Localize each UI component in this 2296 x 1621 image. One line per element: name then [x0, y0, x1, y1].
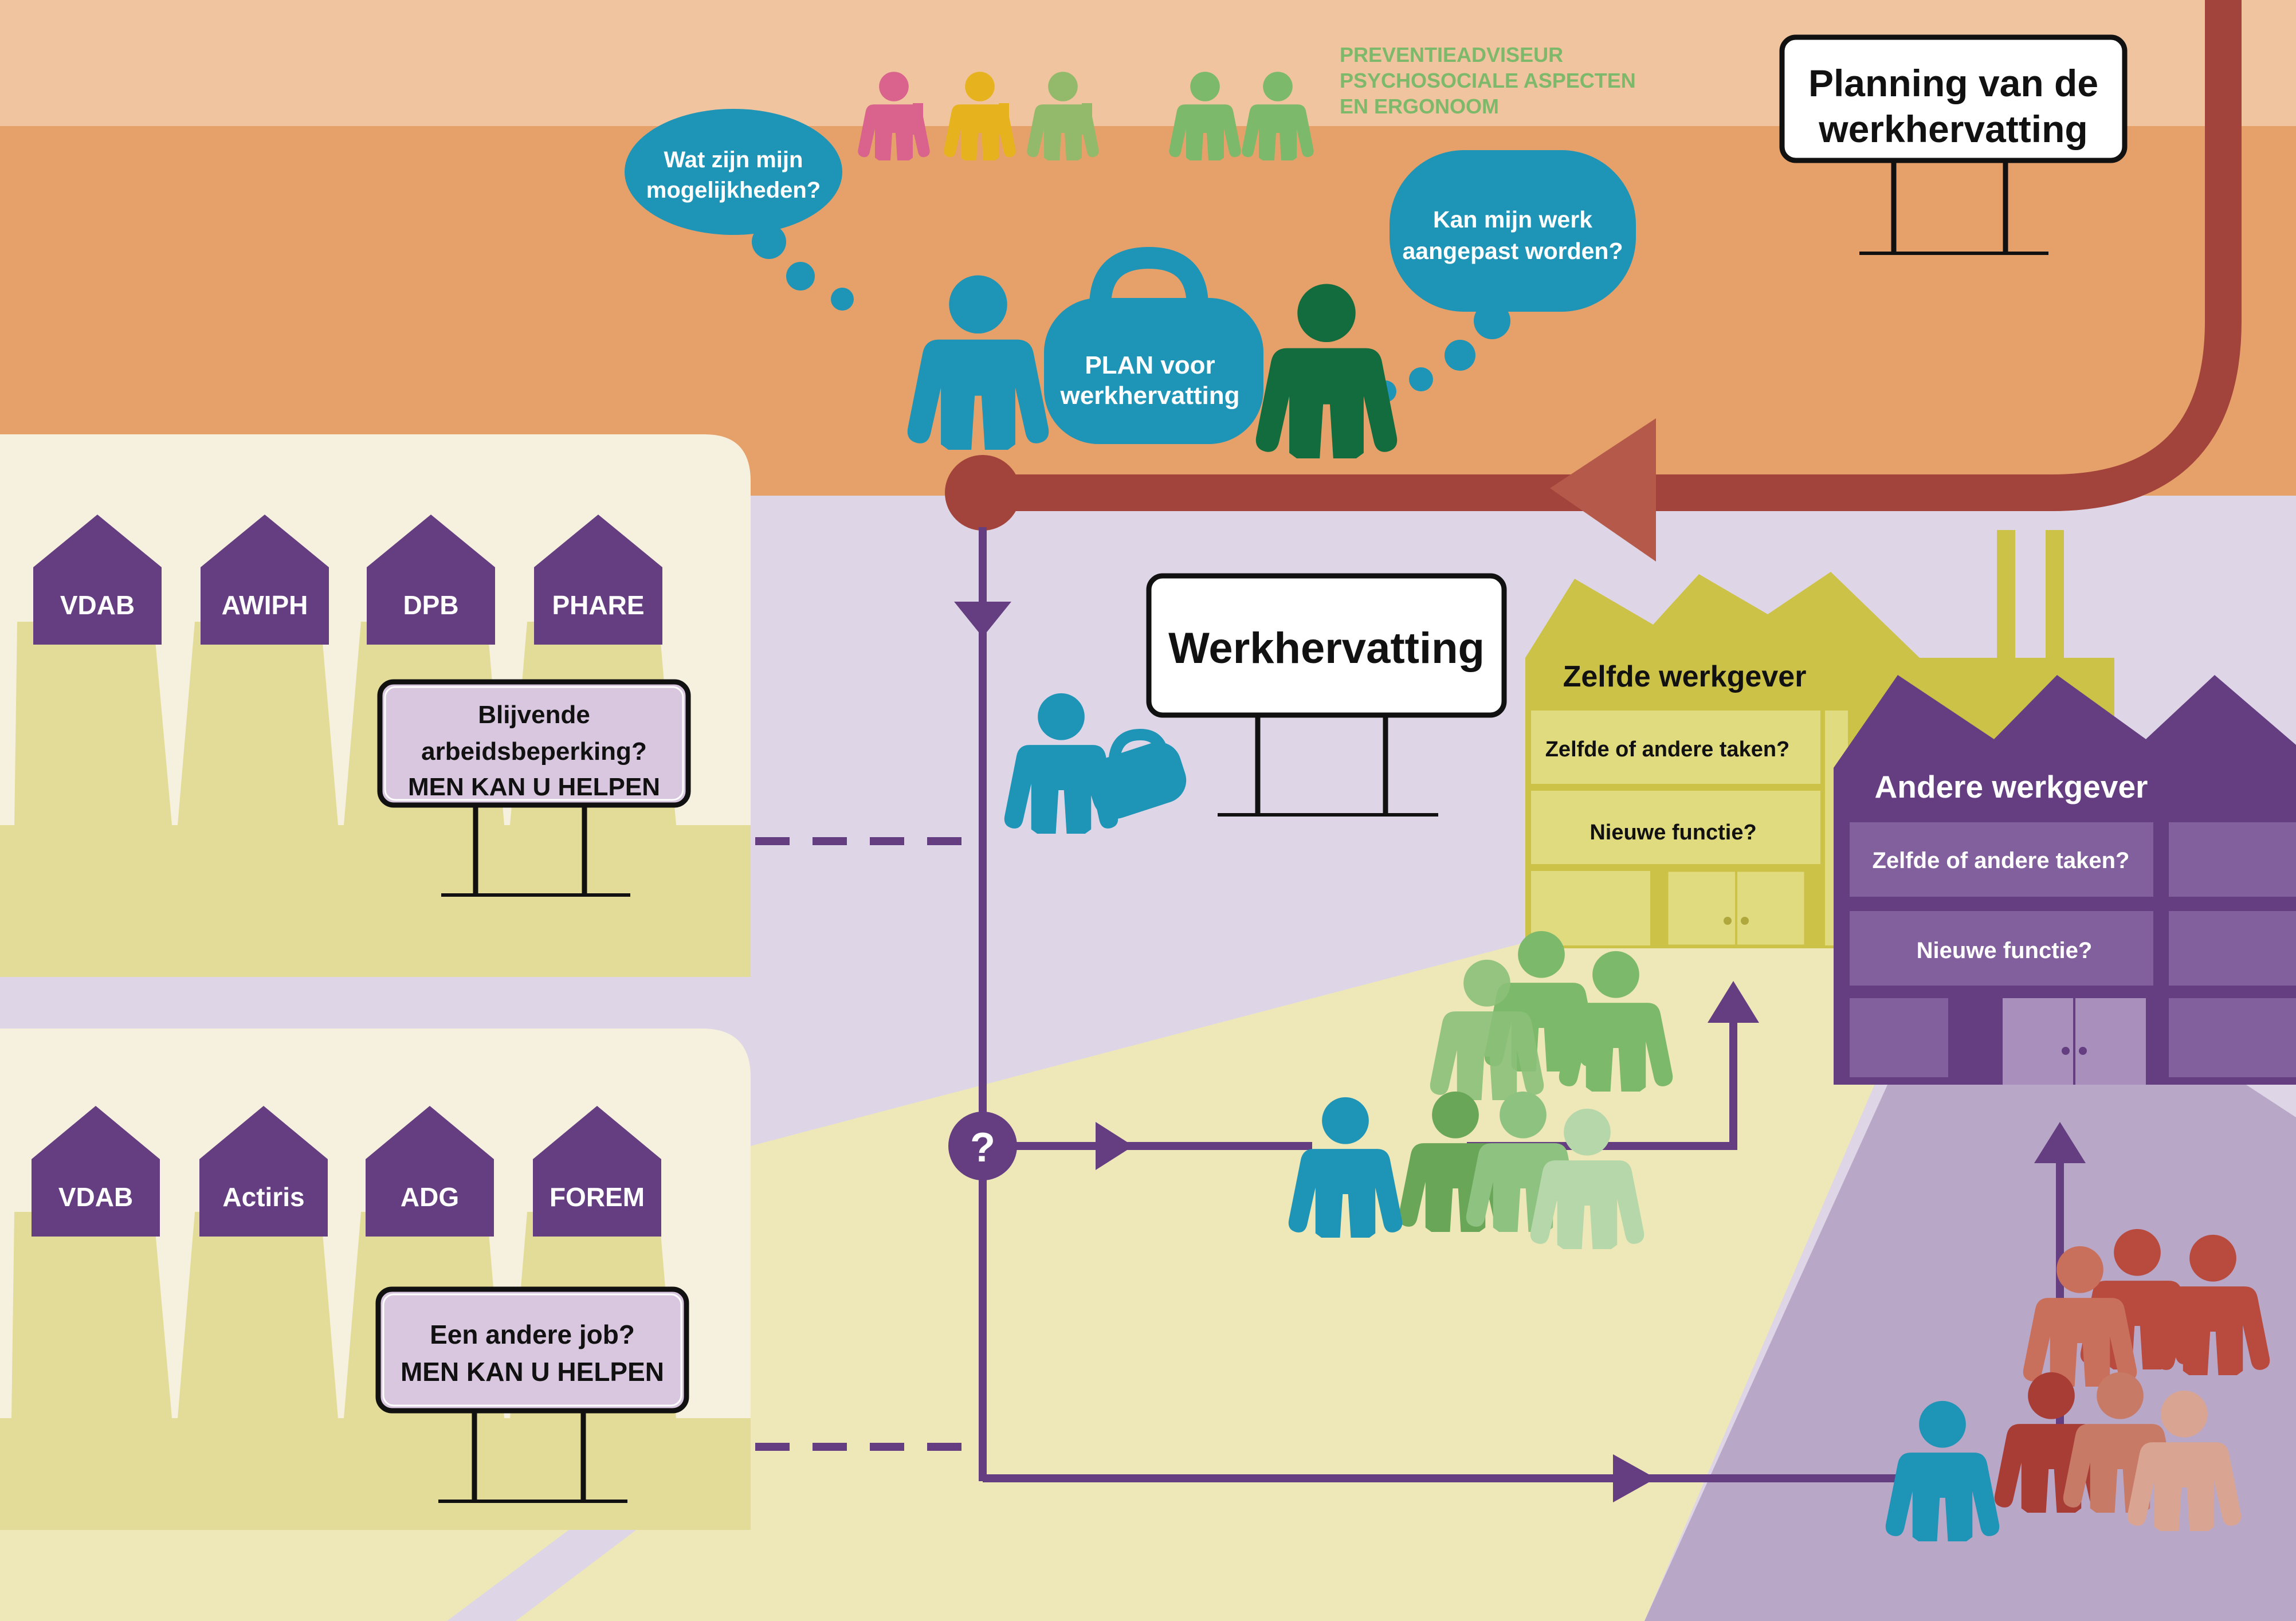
svg-text:werkhervatting: werkhervatting [1060, 382, 1240, 410]
prevention-advisor-label: PREVENTIEADVISEUR PSYCHOSOCIALE ASPECTEN… [1340, 43, 1636, 118]
house-awiph[interactable]: AWIPH [201, 515, 329, 645]
svg-text:Andere werkgever: Andere werkgever [1875, 769, 2148, 804]
svg-text:Nieuwe functie?: Nieuwe functie? [1917, 938, 2093, 963]
svg-text:VDAB: VDAB [60, 590, 135, 620]
factory-icon-andere-werkgever[interactable]: Andere werkgever Zelfde of andere taken?… [1834, 675, 2296, 1085]
svg-text:?: ? [970, 1125, 995, 1171]
svg-text:Werkhervatting: Werkhervatting [1168, 624, 1485, 673]
briefcase-icon-plan[interactable]: PLAN voor werkhervatting [1044, 246, 1263, 444]
svg-text:werkhervatting: werkhervatting [1818, 108, 2087, 150]
house-dpb[interactable]: DPB [367, 515, 495, 645]
svg-text:Zelfde of andere taken?: Zelfde of andere taken? [1545, 737, 1790, 762]
house-vdab-lower[interactable]: VDAB [32, 1106, 160, 1237]
house-forem[interactable]: FOREM [533, 1106, 661, 1237]
house-phare[interactable]: PHARE [534, 515, 662, 645]
svg-text:PSYCHOSOCIALE ASPECTEN: PSYCHOSOCIALE ASPECTEN [1340, 69, 1636, 92]
svg-text:Planning van de: Planning van de [1808, 62, 2098, 104]
house-adg[interactable]: ADG [366, 1106, 494, 1237]
signpost-arbeidsbeperking: Blijvende arbeidsbeperking? MEN KAN U HE… [377, 679, 691, 897]
svg-text:aangepast worden?: aangepast worden? [1402, 238, 1623, 264]
person-icon-pink [858, 72, 930, 160]
person-icon-green [1027, 72, 1099, 160]
svg-text:mogelijkheden?: mogelijkheden? [646, 178, 821, 203]
flow-arrow-down-icon [954, 602, 1011, 637]
svg-text:Zelfde werkgever: Zelfde werkgever [1563, 660, 1807, 693]
svg-text:AWIPH: AWIPH [222, 590, 308, 620]
svg-text:arbeidsbeperking?: arbeidsbeperking? [421, 737, 647, 766]
svg-text:Zelfde of andere taken?: Zelfde of andere taken? [1873, 848, 2130, 873]
svg-text:Blijvende: Blijvende [478, 701, 590, 729]
svg-text:FOREM: FOREM [550, 1182, 645, 1212]
svg-text:MEN KAN U HELPEN: MEN KAN U HELPEN [401, 1357, 664, 1387]
svg-text:Nieuwe functie?: Nieuwe functie? [1589, 821, 1756, 845]
question-node[interactable]: ? [948, 1112, 1017, 1180]
speech-bubble-icon-mogelijkheden: Wat zijn mijn mogelijkheden? [625, 109, 854, 311]
signpost-werkhervatting: Werkhervatting [1146, 573, 1507, 817]
track-start-node [945, 455, 1021, 531]
svg-text:Actiris: Actiris [222, 1182, 304, 1212]
svg-text:PHARE: PHARE [552, 590, 644, 620]
flow-arrow-right-icon [1613, 1454, 1656, 1502]
flow-arrow-up-icon [1708, 981, 1759, 1023]
svg-text:EN ERGONOOM: EN ERGONOOM [1340, 95, 1499, 118]
svg-text:VDAB: VDAB [58, 1182, 133, 1212]
signpost-planning: Planning van de werkhervatting [1779, 34, 2128, 255]
signpost-andere-job: Een andere job? MEN KAN U HELPEN [375, 1286, 689, 1503]
flow-arrow-up-icon [2034, 1122, 2086, 1163]
flow-arrow-right-icon [1096, 1122, 1133, 1170]
svg-text:DPB: DPB [403, 590, 458, 620]
svg-text:Wat zijn mijn: Wat zijn mijn [664, 147, 803, 172]
svg-text:PLAN voor: PLAN voor [1085, 351, 1215, 379]
speech-bubble-icon-werk-aangepast: Kan mijn werk aangepast worden? [1375, 150, 1636, 402]
house-vdab-upper[interactable]: VDAB [33, 515, 162, 645]
panel-lower [0, 1029, 751, 1530]
house-actiris[interactable]: Actiris [199, 1106, 328, 1237]
person-icon-yellow [944, 72, 1016, 160]
svg-text:MEN KAN U HELPEN: MEN KAN U HELPEN [408, 773, 660, 801]
svg-text:ADG: ADG [401, 1182, 459, 1212]
briefcase-icon-worker [1087, 728, 1187, 819]
return-track [983, 0, 2242, 511]
svg-text:Kan mijn werk: Kan mijn werk [1433, 206, 1592, 233]
track-arrow-icon [1550, 418, 1656, 562]
svg-text:PREVENTIEADVISEUR: PREVENTIEADVISEUR [1340, 43, 1563, 66]
svg-text:Een andere job?: Een andere job? [430, 1320, 635, 1349]
